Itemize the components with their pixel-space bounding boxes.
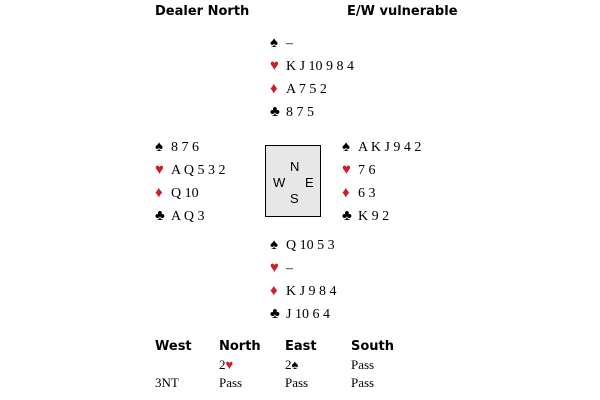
auction-header-south: South xyxy=(351,339,395,354)
south-hearts-cards: – xyxy=(286,261,293,276)
diamond-icon: ♦ xyxy=(270,283,278,299)
south-clubs-cards: J 10 6 4 xyxy=(286,307,330,322)
spade-icon: ♠ xyxy=(155,139,163,155)
east-spades: ♠ A K J 9 4 2 xyxy=(342,136,421,159)
south-spades-cards: Q 10 5 3 xyxy=(286,238,335,253)
north-spades-cards: – xyxy=(286,36,293,51)
club-icon: ♣ xyxy=(270,104,280,120)
west-hearts-cards: A Q 5 3 2 xyxy=(171,163,226,178)
east-diamonds-cards: 6 3 xyxy=(358,186,376,201)
north-hand: ♠– ♥ K J 10 9 8 4 ♦ A 7 5 2 ♣ 8 7 5 xyxy=(270,32,354,124)
diamond-icon: ♦ xyxy=(342,185,350,201)
north-diamonds: ♦ A 7 5 2 xyxy=(270,78,354,101)
east-clubs: ♣ K 9 2 xyxy=(342,205,421,228)
bid-level: 2 xyxy=(285,357,292,372)
south-hand: ♠ Q 10 5 3 ♥– ♦ K J 9 8 4 ♣ J 10 6 4 xyxy=(270,234,337,326)
east-diamonds: ♦ 6 3 xyxy=(342,182,421,205)
heart-icon: ♥ xyxy=(342,162,351,178)
bid-level: 2 xyxy=(219,357,226,372)
auction-header-east: East xyxy=(285,339,317,354)
spade-icon: ♠ xyxy=(270,35,278,51)
auction-bid-south-2: Pass xyxy=(351,375,375,390)
club-icon: ♣ xyxy=(155,208,165,224)
vulnerability-label: E/W vulnerable xyxy=(347,4,458,19)
diamond-icon: ♦ xyxy=(270,81,278,97)
spade-icon: ♠ xyxy=(270,237,278,253)
club-icon: ♣ xyxy=(342,208,352,224)
north-diamonds-cards: A 7 5 2 xyxy=(286,82,327,97)
dealer-label: Dealer North xyxy=(155,4,250,19)
south-spades: ♠ Q 10 5 3 xyxy=(270,234,337,257)
west-spades-cards: 8 7 6 xyxy=(171,140,199,155)
heart-icon: ♥ xyxy=(270,58,279,74)
west-hand: ♠ 8 7 6 ♥ A Q 5 3 2 ♦ Q 10 ♣ A Q 3 xyxy=(155,136,225,228)
club-icon: ♣ xyxy=(270,306,280,322)
auction-bid-west-2: 3NT xyxy=(155,375,179,390)
west-hearts: ♥ A Q 5 3 2 xyxy=(155,159,225,182)
heart-icon: ♥ xyxy=(225,357,234,372)
auction-bid-north-1: 2♥ xyxy=(219,356,233,373)
west-diamonds: ♦ Q 10 xyxy=(155,182,225,205)
diamond-icon: ♦ xyxy=(155,185,163,201)
heart-icon: ♥ xyxy=(270,260,279,276)
north-clubs: ♣ 8 7 5 xyxy=(270,101,354,124)
south-diamonds: ♦ K J 9 8 4 xyxy=(270,280,337,303)
auction-header-north: North xyxy=(219,339,261,354)
heart-icon: ♥ xyxy=(155,162,164,178)
auction-bid-north-2: Pass xyxy=(219,375,243,390)
north-hearts-cards: K J 10 9 8 4 xyxy=(286,59,355,74)
north-clubs-cards: 8 7 5 xyxy=(286,105,314,120)
auction-bid-south-1: Pass xyxy=(351,357,375,372)
auction-bid-east-2: Pass xyxy=(285,375,309,390)
east-clubs-cards: K 9 2 xyxy=(358,209,390,224)
north-hearts: ♥ K J 10 9 8 4 xyxy=(270,55,354,78)
compass-west: W xyxy=(273,175,286,190)
east-hearts: ♥ 7 6 xyxy=(342,159,421,182)
auction-header-west: West xyxy=(155,339,192,354)
spade-icon: ♠ xyxy=(291,357,299,372)
auction-bid-east-1: 2♠ xyxy=(285,356,298,373)
west-diamonds-cards: Q 10 xyxy=(171,186,199,201)
west-spades: ♠ 8 7 6 xyxy=(155,136,225,159)
compass-south: S xyxy=(290,191,299,206)
compass-box: N W E S xyxy=(265,145,321,217)
east-hand: ♠ A K J 9 4 2 ♥ 7 6 ♦ 6 3 ♣ K 9 2 xyxy=(342,136,421,228)
south-diamonds-cards: K J 9 8 4 xyxy=(286,284,337,299)
east-hearts-cards: 7 6 xyxy=(358,163,376,178)
compass-north: N xyxy=(290,159,300,174)
west-clubs: ♣ A Q 3 xyxy=(155,205,225,228)
south-clubs: ♣ J 10 6 4 xyxy=(270,303,337,326)
spade-icon: ♠ xyxy=(342,139,350,155)
compass-east: E xyxy=(305,175,314,190)
south-hearts: ♥– xyxy=(270,257,337,280)
east-spades-cards: A K J 9 4 2 xyxy=(358,140,422,155)
west-clubs-cards: A Q 3 xyxy=(171,209,205,224)
north-spades: ♠– xyxy=(270,32,354,55)
